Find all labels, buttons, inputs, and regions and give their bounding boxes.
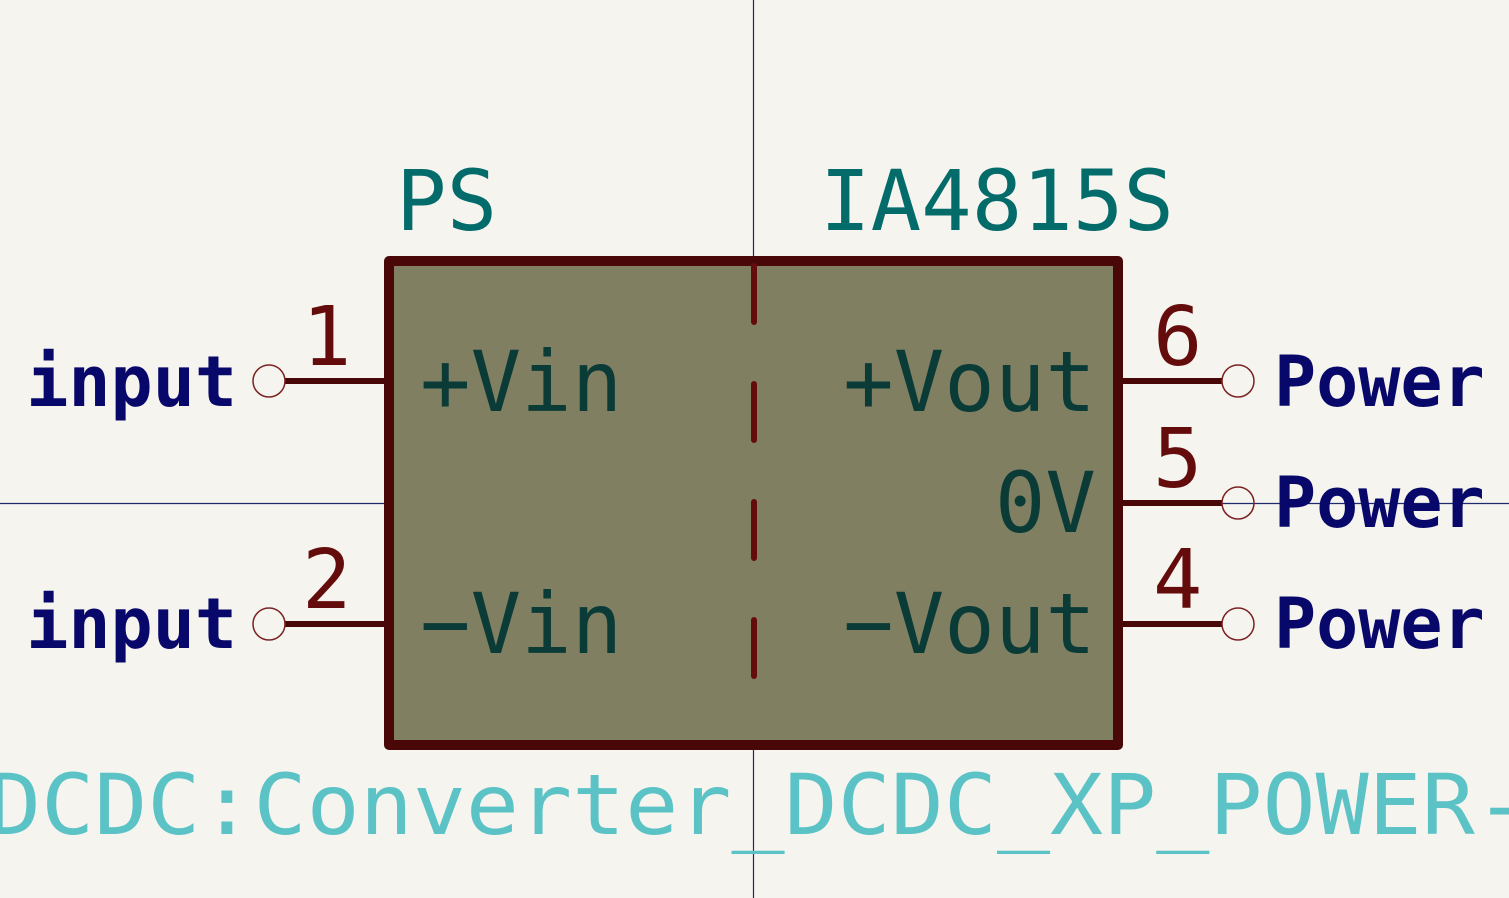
pin-2-number: 2 bbox=[302, 533, 351, 628]
pin-6-number: 6 bbox=[1153, 290, 1202, 385]
pin-2-name: −Vin bbox=[420, 575, 622, 673]
pin-1-number: 1 bbox=[302, 290, 351, 385]
pin-1[interactable]: 1 +Vin bbox=[252, 290, 622, 431]
pin-5-endpoint[interactable] bbox=[1221, 486, 1255, 520]
pin-4-number: 4 bbox=[1153, 533, 1202, 628]
library-id-text[interactable]: DCDC:Converter_DCDC_XP_POWER- bbox=[0, 756, 1509, 854]
pin-6[interactable]: 6 +Vout bbox=[843, 290, 1255, 431]
pin-4-endpoint[interactable] bbox=[1221, 607, 1255, 641]
pin-5-name: 0V bbox=[995, 454, 1096, 552]
pin-2[interactable]: 2 −Vin bbox=[252, 533, 622, 673]
net-label-left-1[interactable]: r input bbox=[0, 341, 237, 423]
pin-2-endpoint[interactable] bbox=[252, 607, 286, 641]
net-label-right-4[interactable]: Power bbox=[1274, 583, 1485, 665]
net-label-right-6[interactable]: Power bbox=[1274, 341, 1485, 423]
pin-5[interactable]: 5 0V bbox=[995, 412, 1255, 552]
pin-4[interactable]: 4 −Vout bbox=[843, 533, 1255, 673]
component-value[interactable]: IA4815S bbox=[820, 152, 1174, 250]
reference-designator[interactable]: PS bbox=[396, 152, 497, 250]
net-label-right-5[interactable]: Power bbox=[1274, 462, 1485, 544]
pin-5-number: 5 bbox=[1153, 412, 1202, 507]
net-label-left-2[interactable]: r input bbox=[0, 583, 237, 665]
pin-6-endpoint[interactable] bbox=[1221, 364, 1255, 398]
pin-4-name: −Vout bbox=[843, 575, 1096, 673]
pin-1-name: +Vin bbox=[420, 333, 622, 431]
dcdc-converter-symbol[interactable] bbox=[384, 256, 1123, 750]
pin-1-endpoint[interactable] bbox=[252, 364, 286, 398]
pin-6-name: +Vout bbox=[843, 333, 1096, 431]
